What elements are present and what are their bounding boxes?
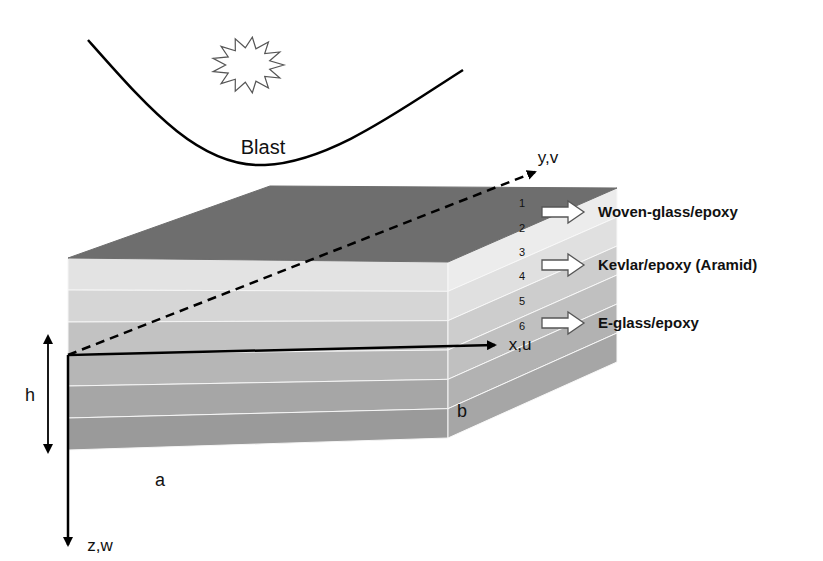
material-label: Woven-glass/epoxy xyxy=(598,204,738,221)
layer-face xyxy=(448,333,617,438)
layer-number: 2 xyxy=(519,222,525,234)
layer-face xyxy=(68,409,448,450)
blast-label: Blast xyxy=(241,136,285,158)
hollow-arrow xyxy=(542,201,584,223)
layer-number: 6 xyxy=(519,320,525,332)
layer-number: 1 xyxy=(519,197,525,209)
layer-face xyxy=(68,290,448,322)
z-axis xyxy=(67,355,70,545)
layer-number: 4 xyxy=(519,270,525,282)
y-axis xyxy=(68,172,535,355)
layer-number: 3 xyxy=(519,246,525,258)
layer-face xyxy=(68,258,448,291)
axis-label: y,v xyxy=(538,149,558,168)
blast-wave xyxy=(88,40,463,165)
layer-face xyxy=(68,321,448,354)
material-label: Kevlar/epoxy (Aramid) xyxy=(598,257,757,274)
laminate-plate xyxy=(68,186,617,450)
dimension-label: b xyxy=(457,402,467,422)
thickness-arrow xyxy=(47,342,49,452)
layer-face xyxy=(68,186,617,262)
hollow-arrow xyxy=(542,254,584,276)
hollow-arrow xyxy=(542,312,584,334)
axis-label: x,u xyxy=(509,336,532,355)
dimension-label: a xyxy=(155,471,165,491)
axis-label: z,w xyxy=(87,537,113,556)
x-axis xyxy=(68,345,495,355)
pointer-arrows xyxy=(542,201,584,334)
dimension-label: h xyxy=(25,386,35,406)
blast-burst xyxy=(213,37,284,93)
layer-number: 5 xyxy=(519,295,525,307)
material-label: E-glass/epoxy xyxy=(598,315,699,332)
